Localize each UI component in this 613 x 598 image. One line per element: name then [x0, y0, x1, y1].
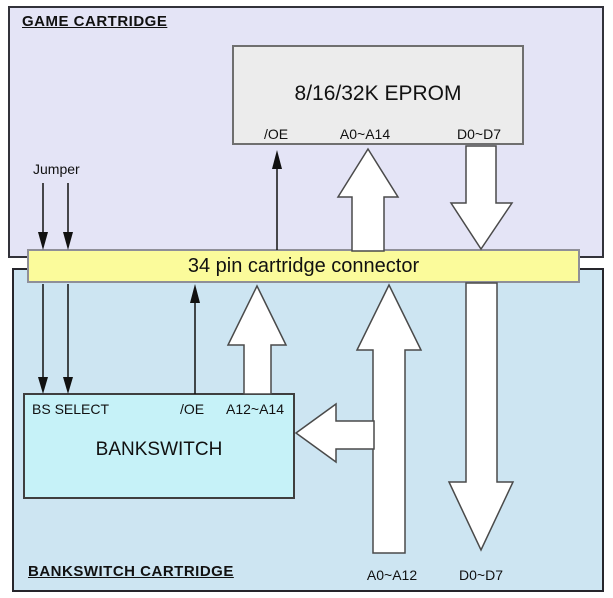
eprom-pin-data-label: D0~D7	[457, 126, 501, 142]
eprom-pin-oe-label: /OE	[263, 126, 289, 142]
eprom-pin-addr-label: A0~A14	[339, 126, 391, 142]
d0-d7-bus-label: D0~D7	[459, 567, 503, 583]
eprom-box	[232, 45, 524, 145]
bankswitch-pin-oe-label: /OE	[179, 401, 205, 417]
bankswitch-pin-bs-select-label: BS SELECT	[32, 401, 110, 417]
cartridge-connector: 34 pin cartridge connector	[27, 249, 580, 283]
bankswitch-title: BANKSWITCH	[95, 439, 223, 460]
bankswitch-box	[23, 393, 295, 499]
jumper-label: Jumper	[33, 161, 80, 177]
eprom-title: 8/16/32K EPROM	[294, 82, 462, 105]
game-cartridge-title: GAME CARTRIDGE	[22, 13, 168, 30]
bankswitch-pin-addr-label: A12~A14	[226, 401, 284, 417]
bankswitch-cartridge-title: BANKSWITCH CARTRIDGE	[28, 563, 234, 580]
a0-a12-bus-label: A0~A12	[366, 567, 418, 583]
